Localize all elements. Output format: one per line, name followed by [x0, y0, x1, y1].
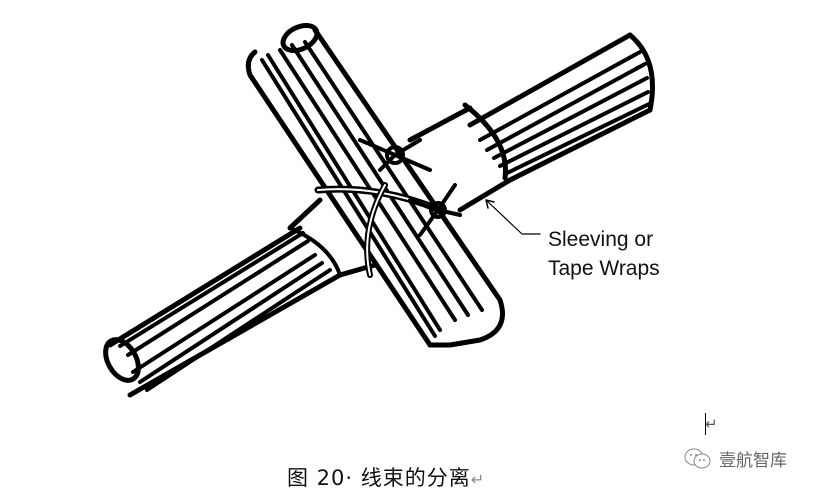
horizontal-bundle: [103, 32, 655, 398]
paragraph-mark: ↵: [705, 413, 718, 435]
callout-label: Sleeving or Tape Wraps: [548, 225, 660, 283]
watermark-text: 壹航智库: [719, 451, 787, 471]
caption-text: 图 20· 线束的分离: [287, 466, 471, 490]
tie-wrap: [314, 138, 462, 278]
return-icon: ↵: [470, 470, 486, 489]
callout-line-2: Tape Wraps: [548, 257, 660, 280]
callout-leader-arrow: [485, 199, 541, 235]
watermark: 壹航智库: [683, 446, 787, 471]
wechat-icon: [684, 448, 711, 468]
figure-caption: 图 20· 线束的分离↵: [287, 462, 485, 492]
callout-line-1: Sleeving or: [548, 228, 654, 251]
return-icon: ↵: [705, 415, 718, 433]
text-cursor: [705, 413, 706, 435]
